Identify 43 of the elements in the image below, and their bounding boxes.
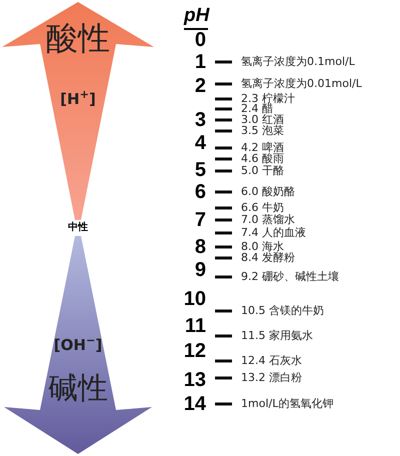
ph-number: 3 — [194, 110, 206, 130]
ph-number: 9 — [194, 260, 206, 280]
ph-example: 2.4 醋 — [241, 103, 273, 114]
ph-example: 3.5 泡菜 — [241, 125, 284, 136]
ion-label: [H$^{+}$] — [60, 92, 96, 107]
ph-example: 7.4 人的血液 — [241, 227, 306, 238]
ph-number: 13 — [184, 370, 206, 390]
ph-number: 6 — [194, 182, 206, 202]
ph-number: 11 — [184, 316, 206, 336]
property-label: 碱性 — [48, 374, 108, 404]
acid-arrow — [0, 0, 156, 222]
ph-number: 0 — [194, 30, 206, 50]
ph-example: 氢离子浓度为0.1mol/L — [241, 56, 355, 67]
ph-number: 8 — [194, 237, 206, 257]
ph-example: 9.2 硼砂、碱性土壤 — [241, 271, 339, 282]
ph-example: 4.2 啤酒 — [241, 142, 284, 153]
ph-number: 1 — [194, 52, 206, 72]
ph-number: 5 — [194, 160, 206, 180]
ph-example: 12.4 石灰水 — [241, 355, 302, 366]
ph-number: 12 — [184, 341, 206, 361]
ph-number: 4 — [194, 133, 206, 153]
ph-number: 7 — [194, 210, 206, 230]
ph-number: 14 — [184, 394, 206, 414]
ph-number: 10 — [184, 289, 206, 309]
ph-example: 1mol/L的氢氧化钾 — [241, 398, 334, 409]
ph-example: 10.5 含镁的牛奶 — [241, 305, 324, 316]
ph-example: 6.6 牛奶 — [241, 202, 284, 213]
ph-example: 6.0 酸奶酪 — [241, 186, 295, 197]
ph-example: 13.2 漂白粉 — [241, 372, 302, 383]
ph-example: 氢离子浓度为0.01mol/L — [241, 78, 362, 89]
property-label: 酸性 — [46, 22, 110, 54]
ph-example: 8.0 海水 — [241, 241, 284, 252]
ph-example: 2.3 柠檬汁 — [241, 93, 295, 104]
ph-number: 2 — [194, 76, 206, 96]
ph-example: 11.5 家用氨水 — [241, 330, 313, 341]
ph-example: 5.0 干酪 — [241, 165, 284, 176]
ph-heading: pH — [184, 6, 208, 30]
ph-example: 4.6 酸雨 — [241, 153, 284, 164]
neutral-label: 中性 — [67, 223, 89, 233]
ph-example: 3.0 红酒 — [241, 114, 284, 125]
ph-example: 7.0 蒸馏水 — [241, 214, 295, 225]
ion-label: [OH$^{−}$] — [54, 338, 102, 353]
ph-example: 8.4 发酵粉 — [241, 252, 295, 263]
